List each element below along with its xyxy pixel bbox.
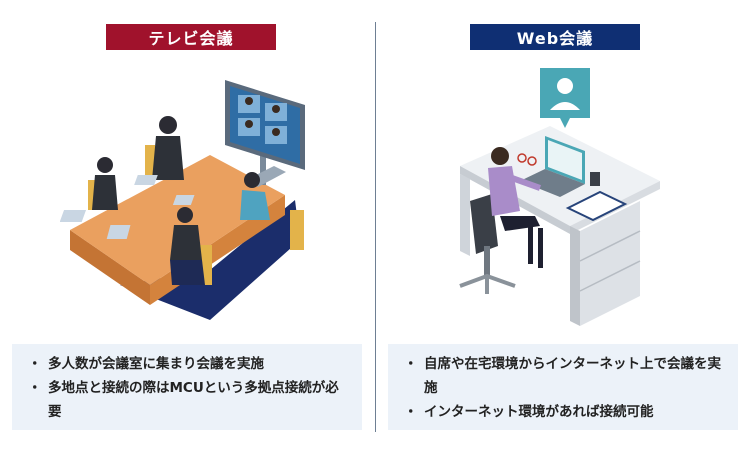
web-meeting-point-1: 自席や在宅環境からインターネット上で会議を実施 xyxy=(404,352,724,400)
web-meeting-label: Web会議 xyxy=(470,24,640,50)
video-conference-point-1: 多人数が会議室に集まり会議を実施 xyxy=(28,352,348,376)
conference-room-illustration xyxy=(60,80,305,320)
video-conference-point-2: 多地点と接続の際はMCUという多拠点接続が必要 xyxy=(28,376,348,424)
video-conference-label: テレビ会議 xyxy=(106,24,276,50)
web-meeting-point-2: インターネット環境があれば接続可能 xyxy=(404,400,724,424)
video-conference-panel: 多人数が会議室に集まり会議を実施 多地点と接続の際はMCUという多拠点接続が必要 xyxy=(12,344,362,430)
desk-web-meeting-illustration xyxy=(459,68,660,326)
center-divider xyxy=(375,22,376,432)
web-meeting-panel: 自席や在宅環境からインターネット上で会議を実施 インターネット環境があれば接続可… xyxy=(388,344,738,430)
